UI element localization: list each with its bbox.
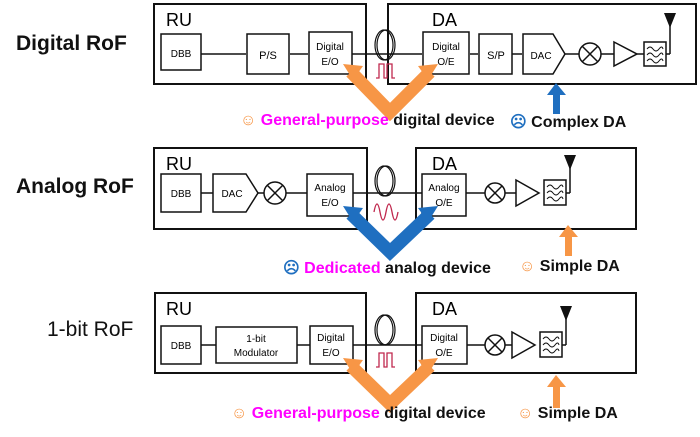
ru-box [154, 292, 367, 374]
orange-up-arrow [553, 386, 560, 408]
orange-v-arrow [346, 361, 435, 414]
digital-rof-row: RU DA DBB P/S Digital E/O Digital O/E S/… [153, 3, 697, 122]
caption-text: Complex DA [531, 114, 627, 131]
analog-oe-label-1: Analog [428, 183, 459, 194]
digital-eo-block [308, 31, 353, 75]
smiley-face-icon: ☺ [240, 112, 257, 129]
ru-label: RU [166, 10, 192, 30]
amplifier-icon [515, 178, 541, 208]
digital-oe-label-2: O/E [437, 57, 455, 68]
antenna-icon [564, 155, 576, 170]
caption-simple-da: ☺ Simple DA [519, 258, 620, 276]
caption-general-purpose-digital: ☺ General-purpose digital device [231, 405, 486, 423]
digital-eo-label-2: E/O [321, 57, 338, 68]
fiber-coil-icon [374, 29, 394, 61]
caption-highlight: General-purpose [251, 405, 380, 422]
caption-complex-da: ☹ Complex DA [510, 112, 626, 132]
digital-oe-block [421, 325, 468, 365]
digital-oe-label-1: Digital [432, 42, 460, 53]
digital-oe-label-1: Digital [430, 333, 458, 344]
dac-block [212, 173, 259, 213]
row-title-analog-rof: Analog RoF [16, 175, 134, 198]
digital-eo-block [309, 325, 354, 365]
fiber-coil-icon [374, 314, 394, 346]
analog-oe-label-2: O/E [435, 198, 453, 209]
ru-label: RU [166, 299, 192, 319]
ps-block [246, 33, 290, 75]
digital-eo-label-2: E/O [322, 348, 339, 359]
analog-rof-row: RU DA DBB DAC Analog E/O Analog O/E [153, 147, 637, 262]
dbb-label: DBB [171, 49, 192, 60]
analog-eo-label-1: Analog [314, 183, 345, 194]
da-label: DA [432, 299, 457, 319]
dbb-block [160, 325, 202, 365]
ps-label: P/S [259, 50, 277, 62]
1bit-modulator-block [215, 326, 298, 364]
caption-rest: digital device [388, 112, 495, 129]
digital-eo-label-1: Digital [317, 333, 345, 344]
blue-v-arrow [346, 209, 435, 262]
caption-dedicated-analog: ☹ Dedicated analog device [283, 258, 491, 278]
caption-text: Simple DA [539, 258, 620, 275]
caption-highlight: Dedicated [304, 260, 381, 277]
dbb-block [160, 173, 202, 213]
dbb-label: DBB [171, 341, 192, 352]
orange-up-arrow [565, 236, 572, 256]
sp-block [478, 33, 513, 75]
frowny-face-icon: ☹ [510, 114, 527, 131]
square-pulse-icon [376, 63, 395, 79]
da-box [415, 292, 637, 374]
sp-label: S/P [487, 50, 505, 62]
caption-highlight: General-purpose [260, 112, 389, 129]
modulator-label-1: 1-bit [246, 334, 266, 345]
analog-eo-label-2: E/O [321, 198, 338, 209]
analog-eo-block [306, 173, 354, 217]
ru-box [153, 3, 367, 85]
ru-label: RU [166, 154, 192, 174]
square-pulse-icon [376, 352, 395, 368]
smiley-face-icon: ☺ [517, 405, 534, 422]
smiley-face-icon: ☺ [519, 258, 536, 275]
da-box [415, 147, 637, 230]
frowny-face-icon: ☹ [283, 260, 300, 277]
blue-up-arrow [553, 94, 560, 114]
caption-rest: digital device [379, 405, 486, 422]
fiber-coil-icon [374, 165, 394, 197]
orange-v-arrow [346, 67, 435, 122]
smiley-face-icon: ☺ [231, 405, 248, 422]
amplifier-icon [613, 40, 639, 68]
antenna-icon [560, 306, 572, 321]
digital-eo-label-1: Digital [316, 42, 344, 53]
dac-label: DAC [530, 51, 551, 62]
dbb-label: DBB [171, 189, 192, 200]
modulator-label-2: Modulator [234, 348, 279, 359]
dbb-block [160, 33, 202, 71]
dac-label: DAC [221, 189, 242, 200]
row-title-digital-rof: Digital RoF [16, 32, 127, 55]
caption-general-purpose-digital: ☺ General-purpose digital device [240, 112, 495, 130]
caption-rest: analog device [380, 260, 491, 277]
da-label: DA [432, 154, 457, 174]
da-box [387, 3, 697, 85]
row-title-1bit-rof: 1-bit RoF [47, 318, 134, 341]
dac-block [522, 33, 566, 75]
amplifier-icon [511, 330, 537, 360]
1bit-rof-row: RU DA DBB 1-bit Modulator Digital E/O Di… [154, 292, 637, 414]
ru-box [153, 147, 368, 230]
antenna-icon [664, 13, 676, 28]
caption-text: Simple DA [537, 405, 618, 422]
digital-oe-label-2: O/E [435, 348, 453, 359]
caption-simple-da: ☺ Simple DA [517, 405, 618, 423]
da-label: DA [432, 10, 457, 30]
sine-wave-icon [373, 203, 399, 221]
